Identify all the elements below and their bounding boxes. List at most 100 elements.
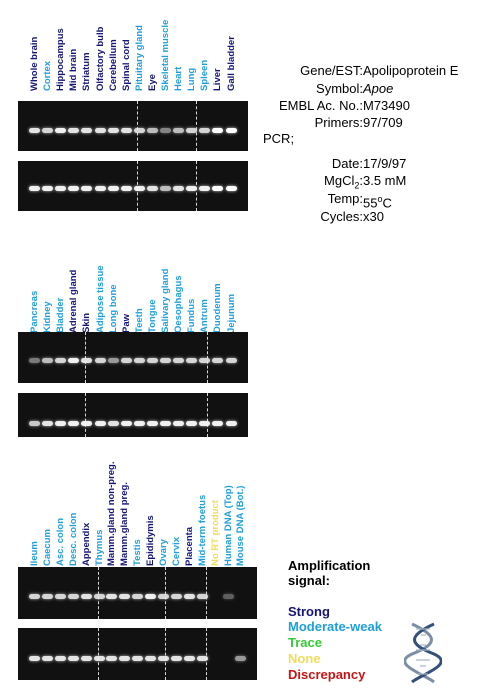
lane-label: Eye — [146, 74, 158, 91]
lane-label: Antrum — [199, 299, 211, 333]
gel-band — [55, 358, 67, 363]
gel-band — [132, 656, 144, 661]
gel-band — [196, 594, 208, 599]
lane-label: Spinal cord — [120, 39, 132, 91]
info-embl-key: EMBL Ac. No.: — [278, 98, 363, 113]
gel-band — [94, 128, 106, 133]
gel-band — [120, 358, 132, 363]
gel-band — [170, 656, 182, 661]
gel-band — [186, 128, 198, 133]
gel-band — [119, 594, 131, 599]
gel-band — [106, 656, 118, 661]
lane-label: Ileum — [29, 541, 40, 566]
info-embl-value: M73490 — [363, 98, 410, 113]
lane-label: Kidney — [42, 301, 54, 333]
info-gene-key: Gene/EST: — [300, 63, 363, 78]
lane-label: Hippocampus — [55, 28, 67, 91]
gel-band — [173, 128, 185, 133]
gel-band — [42, 421, 54, 426]
gel-band — [54, 594, 66, 599]
gel-band — [199, 358, 211, 363]
gel-band — [54, 656, 66, 661]
gel-band — [196, 656, 208, 661]
gel-band — [158, 594, 169, 599]
gel-divider — [206, 628, 207, 680]
gel-band — [120, 128, 132, 133]
gel-band — [29, 656, 40, 661]
lane-label: Salivary gland — [160, 268, 171, 333]
lane-label: Testis — [132, 539, 144, 566]
gel-band — [42, 128, 54, 133]
lane-label: Tongue — [146, 299, 158, 333]
gel-band — [133, 128, 145, 133]
gel-band — [29, 358, 40, 363]
lane-label: Mamm.gland preg. — [119, 482, 131, 566]
gel-band — [119, 656, 131, 661]
gel-band — [29, 421, 40, 426]
gel-3-top — [18, 567, 257, 619]
gel-band — [80, 656, 92, 661]
gel-divider — [137, 101, 138, 151]
gel-band — [55, 421, 67, 426]
info-symbol-key: Symbol: — [316, 81, 363, 96]
lane-label: Adrenal gland — [68, 269, 80, 333]
gel-band — [160, 128, 171, 133]
gel-band — [120, 421, 132, 426]
gel-divider — [196, 101, 197, 151]
lane-label: Spleen — [199, 59, 211, 91]
info-mgcl-value: 3.5 mM — [363, 173, 407, 188]
gel-band — [42, 358, 54, 363]
lane-label: Fundus — [186, 298, 198, 333]
gel-1-top — [18, 101, 248, 151]
lane-label: Striatum — [81, 52, 93, 91]
info-pcr-row: PCR; — [263, 131, 294, 147]
gel-band — [94, 358, 106, 363]
info-pcr-key: PCR; — [263, 131, 295, 146]
gel-band — [133, 358, 145, 363]
lane-label: Cerebellum — [107, 39, 119, 91]
gel-band — [170, 594, 182, 599]
gel-band — [55, 128, 67, 133]
lane-label: Olfactory bulb — [94, 26, 106, 91]
gel-band — [235, 656, 247, 661]
gel-band — [146, 128, 158, 133]
gel-band — [199, 186, 211, 191]
gel-1-bottom — [18, 161, 248, 211]
gel-band — [80, 594, 92, 599]
gel-band — [29, 594, 40, 599]
gel-divider — [165, 628, 166, 680]
info-temp-value: 55oC — [363, 194, 392, 211]
lane-label: Thymus — [93, 529, 105, 566]
gel-2-top — [18, 332, 248, 383]
gel-band — [107, 128, 119, 133]
info-date-key: Date: — [331, 156, 363, 171]
gel-divider — [85, 393, 86, 437]
gel-band — [160, 186, 171, 191]
lane-label: Epididymis — [145, 515, 157, 566]
gel-band — [183, 594, 195, 599]
gel-band — [81, 186, 93, 191]
lane-label: Paw — [120, 313, 132, 333]
gel-band — [186, 421, 198, 426]
gel-band — [93, 656, 105, 661]
gel-divider — [207, 332, 208, 383]
lane-label: Teeth — [133, 308, 145, 333]
lane-label: Oesophagus — [173, 275, 185, 333]
gel-band — [212, 186, 224, 191]
lane-label: Mamm.gland non-preg. — [106, 461, 118, 567]
gel-2-bottom — [18, 393, 248, 437]
lane-label: Whole brain — [29, 36, 40, 91]
gel-band — [81, 128, 93, 133]
dna-helix-icon — [404, 622, 442, 684]
gel-band — [29, 128, 40, 133]
gel-band — [133, 421, 145, 426]
lane-label: Mid-term foetus — [196, 494, 208, 566]
lane-label: Adipose tissue — [94, 265, 106, 333]
gel-band — [173, 186, 185, 191]
lane-label: Pancreas — [29, 290, 40, 333]
gel-3-bottom — [18, 628, 257, 680]
legend-discrepancy: Discrepancy — [288, 667, 366, 682]
gel-band — [145, 594, 157, 599]
info-cycles-key: Cycles: — [320, 209, 363, 224]
gel-band — [68, 128, 80, 133]
